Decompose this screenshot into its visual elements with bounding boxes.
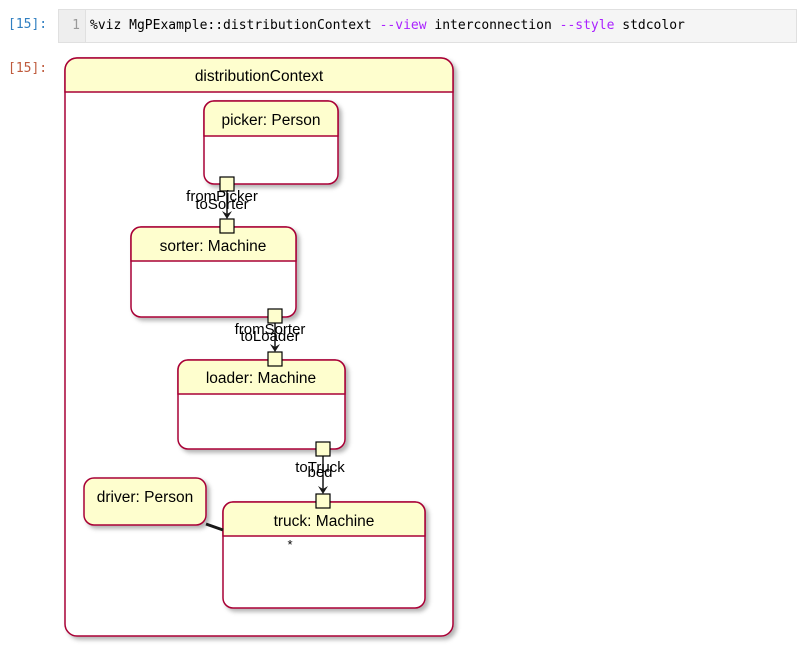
code-line[interactable]: %viz MgPExample::distributionContext --v… [90,18,685,33]
connector-driver-truck [205,522,224,532]
label-to-sorter: toSorter [195,196,248,213]
port-to-loader [267,351,283,367]
container-title: distributionContext [195,68,324,85]
port-from-picker [219,176,235,192]
code-flag-style: --style [559,18,615,33]
multiplicity-label: * [287,537,292,552]
part-sorter: sorter: Machine [130,226,297,318]
part-truck: truck: Machine * [222,501,426,609]
label-bed: bed [307,464,332,481]
port-to-sorter [219,218,235,234]
connector-picker-sorter: fromPicker toSorter [186,176,258,234]
part-driver-title: driver: Person [97,489,193,506]
output-prompt: [15]: [8,61,48,76]
label-from-sorter: fromSorter [235,321,306,338]
input-prompt: [15]: [8,17,48,32]
part-loader: loader: Machine [177,359,346,450]
port-to-truck [315,441,331,457]
connector-loader-truck: toTruck bed [295,441,345,509]
line-gutter: 1 [59,10,86,42]
part-sorter-title: sorter: Machine [160,238,267,255]
code-style-value: stdcolor [614,18,685,33]
label-to-loader: toLoader [240,328,299,345]
port-bed [315,493,331,509]
part-picker-title: picker: Person [221,112,320,129]
label-from-picker: fromPicker [186,188,258,205]
part-driver: driver: Person [83,477,207,526]
label-to-truck: toTruck [295,459,345,476]
code-view-value: interconnection [426,18,560,33]
code-magic: %viz MgPExample::distributionContext [90,18,380,33]
line-number: 1 [72,18,80,33]
part-truck-title: truck: Machine [274,513,375,530]
connector-sorter-loader: fromSorter toLoader [235,308,306,367]
port-from-sorter [267,308,283,324]
code-cell[interactable]: 1 %viz MgPExample::distributionContext -… [58,9,797,43]
part-loader-title: loader: Machine [206,370,316,387]
code-flag-view: --view [379,18,427,33]
part-picker: picker: Person [203,100,339,185]
